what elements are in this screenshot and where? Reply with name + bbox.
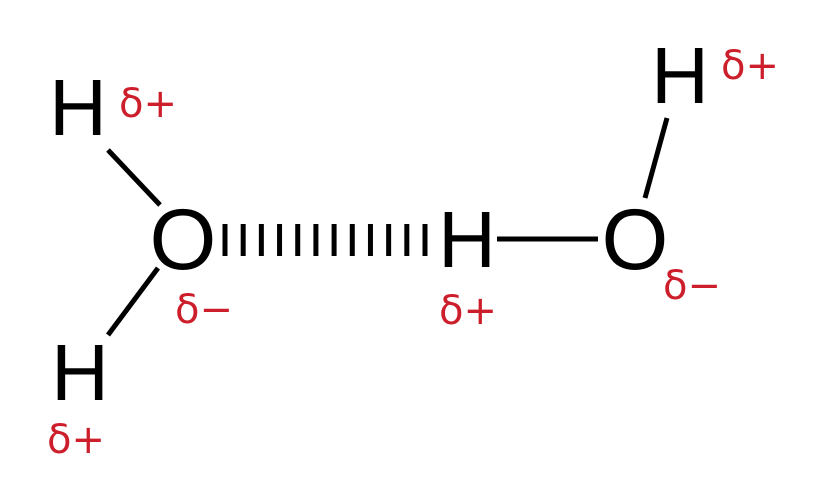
charge-right-oxygen: δ− bbox=[663, 263, 721, 309]
atom-left-oxygen: O bbox=[149, 192, 217, 288]
atom-right-hydrogen-top: H bbox=[651, 31, 709, 120]
covalent-bond-right-o-h-top bbox=[642, 117, 670, 199]
covalent-bond-left-h-top-o bbox=[106, 148, 162, 207]
charge-left-hydrogen-bottom: δ+ bbox=[47, 417, 105, 463]
covalent-bond-left-o-h-bottom bbox=[105, 266, 161, 337]
charge-left-hydrogen-top: δ+ bbox=[119, 81, 177, 127]
charge-left-oxygen: δ− bbox=[175, 287, 233, 333]
atom-left-hydrogen-bottom: H bbox=[51, 328, 109, 417]
hydrogen-bond-dashes bbox=[222, 224, 428, 256]
atom-right-hydrogen-bridge: H bbox=[438, 195, 496, 284]
charge-right-hydrogen-top: δ+ bbox=[721, 43, 779, 89]
atom-right-oxygen: O bbox=[601, 192, 669, 288]
atom-left-hydrogen-top: H bbox=[49, 63, 107, 152]
charge-right-hydrogen-bridge: δ+ bbox=[439, 288, 497, 334]
